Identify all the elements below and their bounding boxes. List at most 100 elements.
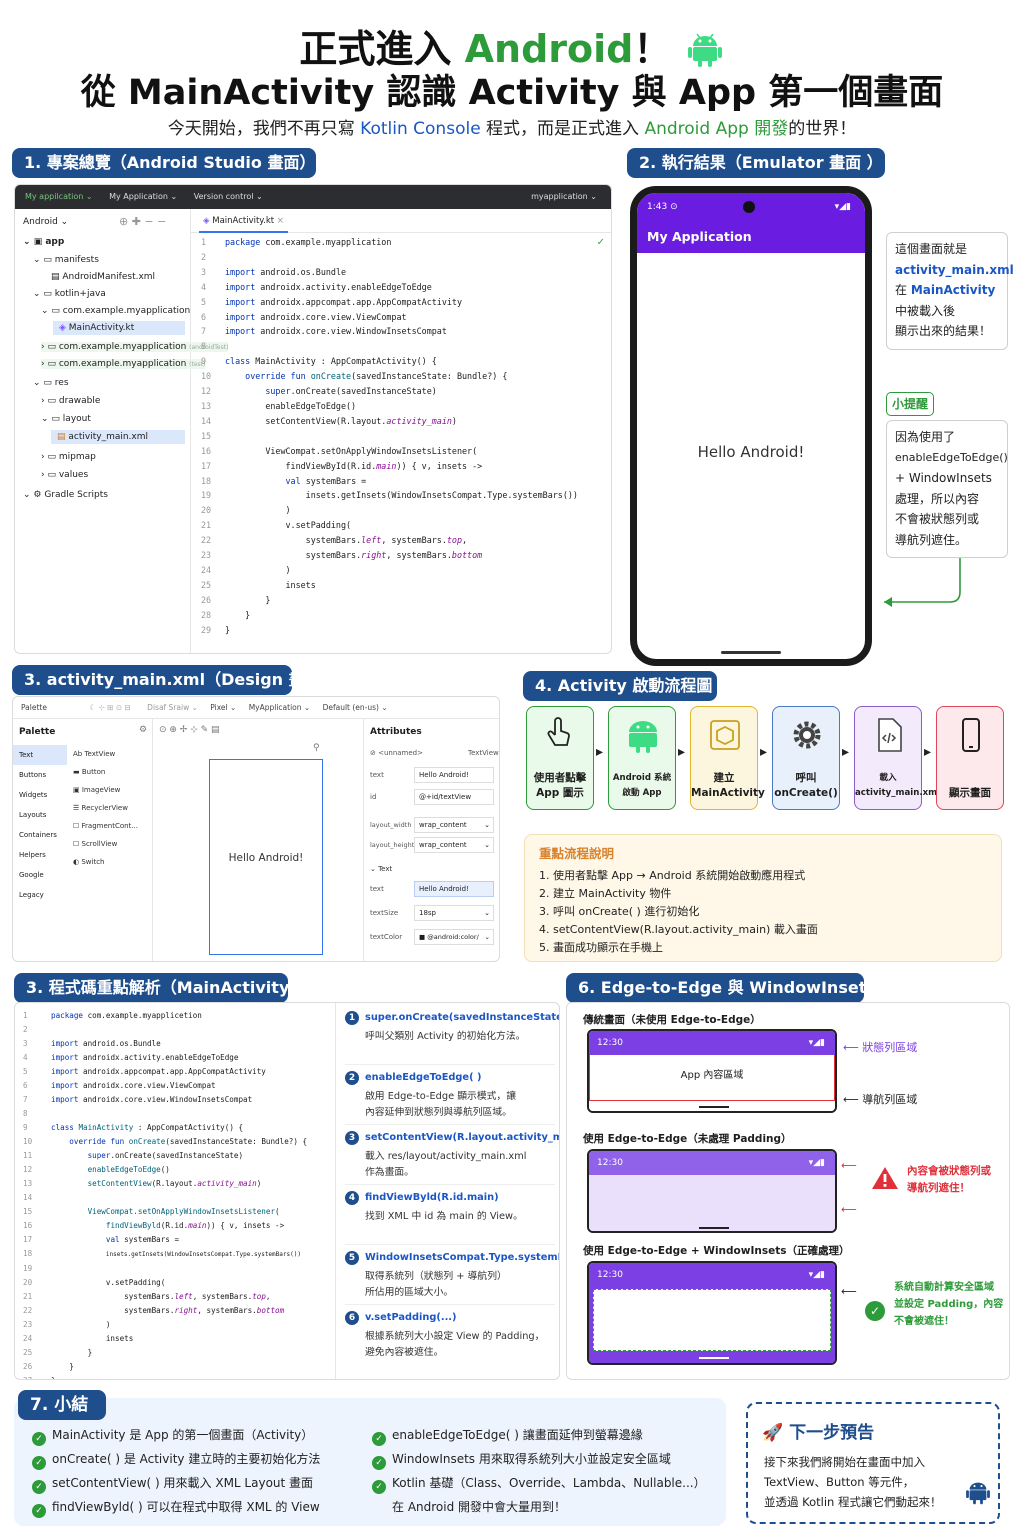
folder-icon: ▭ — [43, 289, 52, 299]
annotation-number: 6 — [345, 1311, 359, 1325]
canvas-hello-text[interactable]: Hello Android! — [228, 852, 304, 864]
version-control-menu[interactable]: Version control ⌄ — [193, 192, 263, 201]
tree-item-mainactivity[interactable]: ◈ MainActivity.kt — [53, 321, 185, 335]
device-selector[interactable]: Pixel ⌄ — [210, 703, 237, 712]
emulator-phone: 1:43 ⊙ ▾◢▮ My Application Hello Android! — [630, 186, 872, 666]
annotation-number: 4 — [345, 1191, 359, 1205]
mini-status-bar: 12:30▾◢▮ — [589, 1031, 835, 1055]
attr-layout-height-select[interactable]: wrap_content⌄ — [414, 837, 494, 853]
flow-step-label: 載入 activity_main.xml — [855, 773, 941, 798]
annotation-heading: WindowInsetsCompat.Type.systemBars() — [365, 1252, 559, 1263]
tree-actions-icon[interactable]: ⊕ ✚ − − — [119, 215, 167, 228]
annotation-heading: setContentView(R.layout.activity_main) — [365, 1132, 559, 1143]
tree-item-mipmap[interactable]: › ▭ mipmap — [41, 452, 96, 462]
xml-file-icon: ▤ — [57, 432, 66, 442]
attr-group-text[interactable]: ⌄ Text — [370, 865, 393, 873]
section-code-analysis-heading: 3. 程式碼重點解析（MainActivity.kt） — [14, 973, 328, 1003]
toolbar-icons[interactable]: ☾ ⊹ ⊞ ⊙ ⊟ — [89, 703, 131, 712]
folder-icon: ▭ — [47, 359, 56, 369]
category-widgets[interactable]: Widgets — [19, 791, 48, 799]
widget-scrollview[interactable]: ☐ ScrollView — [73, 840, 118, 848]
attr-text-field-2[interactable]: Hello Android! — [414, 881, 494, 897]
check-icon: ✓ — [372, 1456, 386, 1470]
tree-item-gradle[interactable]: ⌄ ⚙ Gradle Scripts — [23, 490, 108, 500]
flow-step-label: 使用者點擊 App 圖示 — [533, 772, 587, 799]
project-menu[interactable]: My appilcation ⌄ — [25, 192, 93, 201]
section-4-heading: 4. Activity 啟動流程圖 — [523, 671, 717, 701]
widget-recyclerview[interactable]: ☰ RecyclerView — [73, 804, 128, 812]
category-buttons[interactable]: Buttons — [19, 771, 47, 779]
category-containers[interactable]: Containers — [19, 831, 57, 839]
app-menu[interactable]: My Application ⌄ — [109, 192, 178, 201]
title-android: Android — [464, 27, 634, 71]
attr-id-field[interactable]: @+id/textView — [414, 789, 494, 805]
settings-icon[interactable]: ⚙ — [139, 725, 148, 735]
tree-item-kotlin-java[interactable]: ⌄ ▭ kotlin+java — [33, 289, 106, 299]
design-canvas[interactable]: Hello Android! — [209, 759, 323, 955]
folder-icon: ▭ — [47, 452, 56, 462]
attr-layout-width-select[interactable]: wrap_content⌄ — [414, 817, 494, 833]
category-google[interactable]: Google — [19, 871, 44, 879]
nav-handle[interactable] — [721, 651, 781, 654]
app-selector[interactable]: MyApplication ⌄ — [248, 703, 311, 712]
folder-icon: ▣ — [33, 237, 43, 247]
annotation-number: 3 — [345, 1131, 359, 1145]
next-title: 🚀 下一步預告 — [762, 1423, 875, 1443]
summary-panel — [14, 1398, 726, 1526]
flow-arrow: ▸ — [842, 744, 850, 760]
annotation-heading: enableEdgeToEdge( ) — [365, 1072, 482, 1083]
category-legacy[interactable]: Legacy — [19, 891, 44, 899]
category-layouts[interactable]: Layouts — [19, 811, 47, 819]
tree-item-package-test[interactable]: › ▭ com.example.myapplication (test) — [41, 359, 206, 369]
flow-step-3: 建立 MainActivity — [690, 706, 765, 810]
tab-mainactivity[interactable]: ◈ MainActivity.kt × — [199, 209, 288, 233]
attr-text-field[interactable]: Hello Android! — [414, 767, 494, 783]
flow-arrow: ▸ — [924, 744, 932, 760]
ok-text: 系統自動計算安全區域並設定 Padding，內容不會被遮住！ — [894, 1282, 1004, 1327]
close-icon[interactable]: × — [276, 216, 284, 226]
flow-step-1: 使用者點擊 App 圖示 — [526, 706, 594, 810]
attr-textcolor-select[interactable]: ■ @android:color/⌄ — [414, 929, 494, 945]
tree-item-values[interactable]: › ▭ values — [41, 470, 89, 480]
pin-icon[interactable]: ⚲ — [313, 743, 320, 753]
tree-item-activity-main-xml[interactable]: ▤ activity_main.xml — [51, 430, 185, 444]
flow-diagram: 使用者點擊 App 圖示▸Android 系統 啟動 App▸建立 MainAc… — [522, 700, 1010, 826]
section-6-heading: 6. Edge-to-Edge 與 WindowInsets 圖解 — [566, 973, 913, 1003]
annotation-description: 取得系統列（狀態列 + 導航列）所佔用的區域大小。 — [365, 1271, 507, 1298]
widget-fragmentcontainer[interactable]: ☐ FragmentCont... — [73, 822, 138, 830]
check-icon: ✓ — [32, 1504, 46, 1518]
annotation-description: 根據系統列大小設定 View 的 Padding，避免內容被遮住。 — [365, 1331, 545, 1358]
category-text[interactable]: Text — [13, 745, 67, 765]
attr-textsize-select[interactable]: 18sp⌄ — [414, 905, 494, 921]
widget-imageview[interactable]: ▣ ImageView — [73, 786, 121, 794]
tree-item-app[interactable]: ⌄ ▣ app — [23, 237, 65, 247]
settings-dot-icon: ⊙ — [670, 202, 678, 212]
tree-item-manifests[interactable]: ⌄ ▭ manifests — [33, 255, 99, 265]
tree-item-package[interactable]: ⌄ ▭ com.example.myapplication — [41, 306, 191, 316]
canvas-tools-icon[interactable]: ⊙ ⊕ ✢ ⊹ ✎ ▤ — [159, 725, 220, 735]
tree-item-drawable[interactable]: › ▭ drawable — [41, 396, 101, 406]
warning-text: 內容會被狀態列或導航列遮住！ — [907, 1165, 991, 1194]
page-title: 正式進入 Android！ — [0, 18, 1024, 73]
tree-item-manifest-file[interactable]: ▤ AndroidManifest.xml — [51, 272, 156, 282]
gradle-icon: ⚙ — [33, 490, 42, 500]
tap-icon — [547, 717, 570, 746]
tree-view-selector[interactable]: Android ⌄ — [23, 217, 69, 227]
warning-icon — [872, 1167, 898, 1189]
widget-textview[interactable]: Ab TextView — [73, 750, 116, 758]
widget-button[interactable]: ▬ Button — [73, 768, 106, 776]
widget-switch[interactable]: ◐ Switch — [73, 858, 105, 866]
tree-item-res[interactable]: ⌄ ▭ res — [33, 378, 69, 388]
locale-selector[interactable]: Default (en-us) ⌄ — [322, 703, 388, 712]
run-config-menu[interactable]: myapplication ⌄ — [531, 192, 597, 201]
tree-item-layout[interactable]: ⌄ ▭ layout — [41, 414, 91, 424]
tree-item-package-androidtest[interactable]: › ▭ com.example.myapplication (androidTe… — [41, 342, 229, 352]
chevron-down-icon: ⌄ — [484, 841, 490, 849]
theme-selector[interactable]: Disaf Sraiw ⌄ — [147, 703, 198, 712]
project-tree: Android ⌄ ⊕ ✚ − − ⌄ ▣ app ⌄ ▭ manifests … — [15, 209, 229, 653]
category-helpers[interactable]: Helpers — [19, 851, 46, 859]
